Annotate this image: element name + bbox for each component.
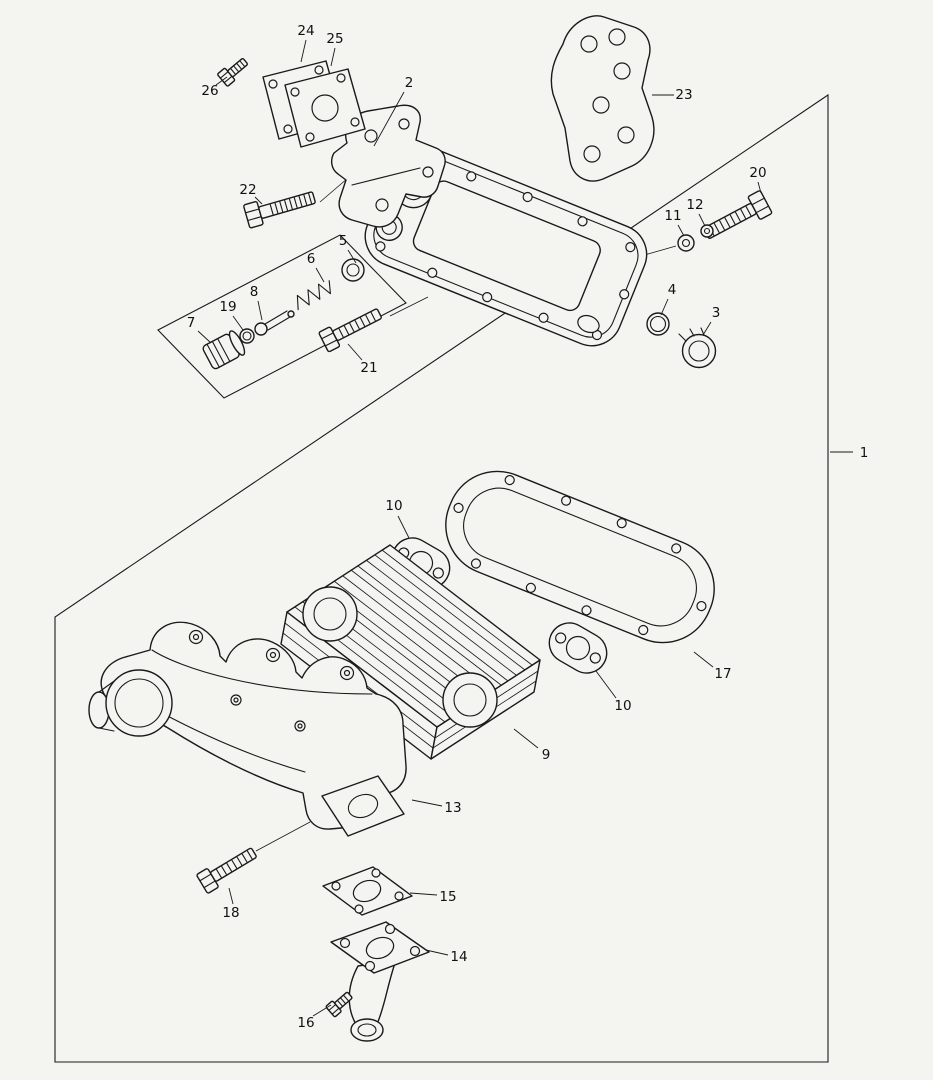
assembly-boundary-box <box>54 93 829 1063</box>
leader-line-20 <box>757 181 762 194</box>
cooler-housing-13 <box>88 621 407 837</box>
leader-line-12 <box>698 213 706 227</box>
callout-2: 2 <box>405 75 414 91</box>
bolt-26 <box>217 57 248 87</box>
boundary-boxes <box>54 93 829 1063</box>
callout-24: 24 <box>297 23 314 39</box>
outlet-gasket-15 <box>322 866 413 916</box>
spring-6 <box>296 280 331 311</box>
callout-26: 26 <box>201 83 218 99</box>
leader-line-11 <box>677 224 685 237</box>
leader-line-5 <box>347 249 357 264</box>
bolt-21 <box>318 308 382 353</box>
valve-assembly-boundary-box <box>157 234 407 399</box>
callout-23: 23 <box>675 87 692 103</box>
bolt-22 <box>243 191 316 229</box>
leader-line-13 <box>411 799 443 807</box>
leader-line-6 <box>315 267 325 283</box>
callout-15: 15 <box>439 889 456 905</box>
flange-gasket-10-lower <box>548 622 608 674</box>
leader-line-8 <box>257 300 263 321</box>
valve-retainer-7 <box>202 330 246 370</box>
bolt-18 <box>196 847 257 894</box>
leader-line-24 <box>300 39 307 63</box>
gasket-plate-23 <box>550 15 655 182</box>
callout-layer: 1234567891010111213141516171819202122232… <box>187 23 869 1031</box>
leader-line-19 <box>232 315 244 331</box>
callout-1: 1 <box>860 445 869 461</box>
bolt18-axis-line <box>255 821 311 852</box>
callout-10: 10 <box>385 498 402 514</box>
leader-line-21 <box>347 343 363 361</box>
leader-line-14 <box>425 949 449 956</box>
callout-17: 17 <box>714 666 731 682</box>
bolt21-axis-line <box>389 296 429 317</box>
ring-19 <box>239 328 255 344</box>
callout-7: 7 <box>187 315 196 331</box>
callout-4: 4 <box>668 282 677 298</box>
cover-gasket-17 <box>445 470 715 644</box>
washer-11 <box>677 234 695 252</box>
plate-gasket-25 <box>284 68 366 148</box>
leader-line-17 <box>693 651 714 668</box>
leader-line-3 <box>702 321 712 336</box>
outlet-pipe-14 <box>330 921 430 1042</box>
callout-25: 25 <box>326 31 343 47</box>
housing-outlet-flange <box>321 775 405 837</box>
callout-12: 12 <box>686 197 703 213</box>
leader-line-2 <box>373 91 405 147</box>
leader-line-9 <box>513 728 539 749</box>
callout-18: 18 <box>222 905 239 921</box>
callout-21: 21 <box>360 360 377 376</box>
callout-19: 19 <box>219 299 236 315</box>
leader-line-16 <box>312 1004 332 1017</box>
leader-line-15 <box>409 892 438 896</box>
plug-3 <box>678 327 717 369</box>
bolt-20 <box>703 190 773 239</box>
leader-line-10 <box>397 515 410 539</box>
leader-line-18 <box>228 887 234 905</box>
leader-line-7 <box>197 330 212 344</box>
o-ring-4 <box>646 312 670 336</box>
callout-22: 22 <box>239 182 256 198</box>
leader-line-10 <box>595 670 617 699</box>
callout-13: 13 <box>444 800 461 816</box>
callout-8: 8 <box>250 284 259 300</box>
callout-16: 16 <box>297 1015 314 1031</box>
callout-10: 10 <box>614 698 631 714</box>
valve-8 <box>254 310 295 336</box>
leader-line-22 <box>254 196 263 205</box>
callout-11: 11 <box>664 208 681 224</box>
callout-6: 6 <box>307 251 316 267</box>
callout-20: 20 <box>749 165 766 181</box>
callout-5: 5 <box>339 233 348 249</box>
callout-14: 14 <box>450 949 467 965</box>
callout-9: 9 <box>542 747 551 763</box>
callout-3: 3 <box>712 305 721 321</box>
bracket-2 <box>330 104 446 228</box>
leader-line-26 <box>215 76 228 86</box>
spring-seat-5 <box>341 258 365 282</box>
washer-12 <box>700 224 714 238</box>
leader-line-25 <box>330 47 336 67</box>
leader-line-4 <box>660 298 669 316</box>
